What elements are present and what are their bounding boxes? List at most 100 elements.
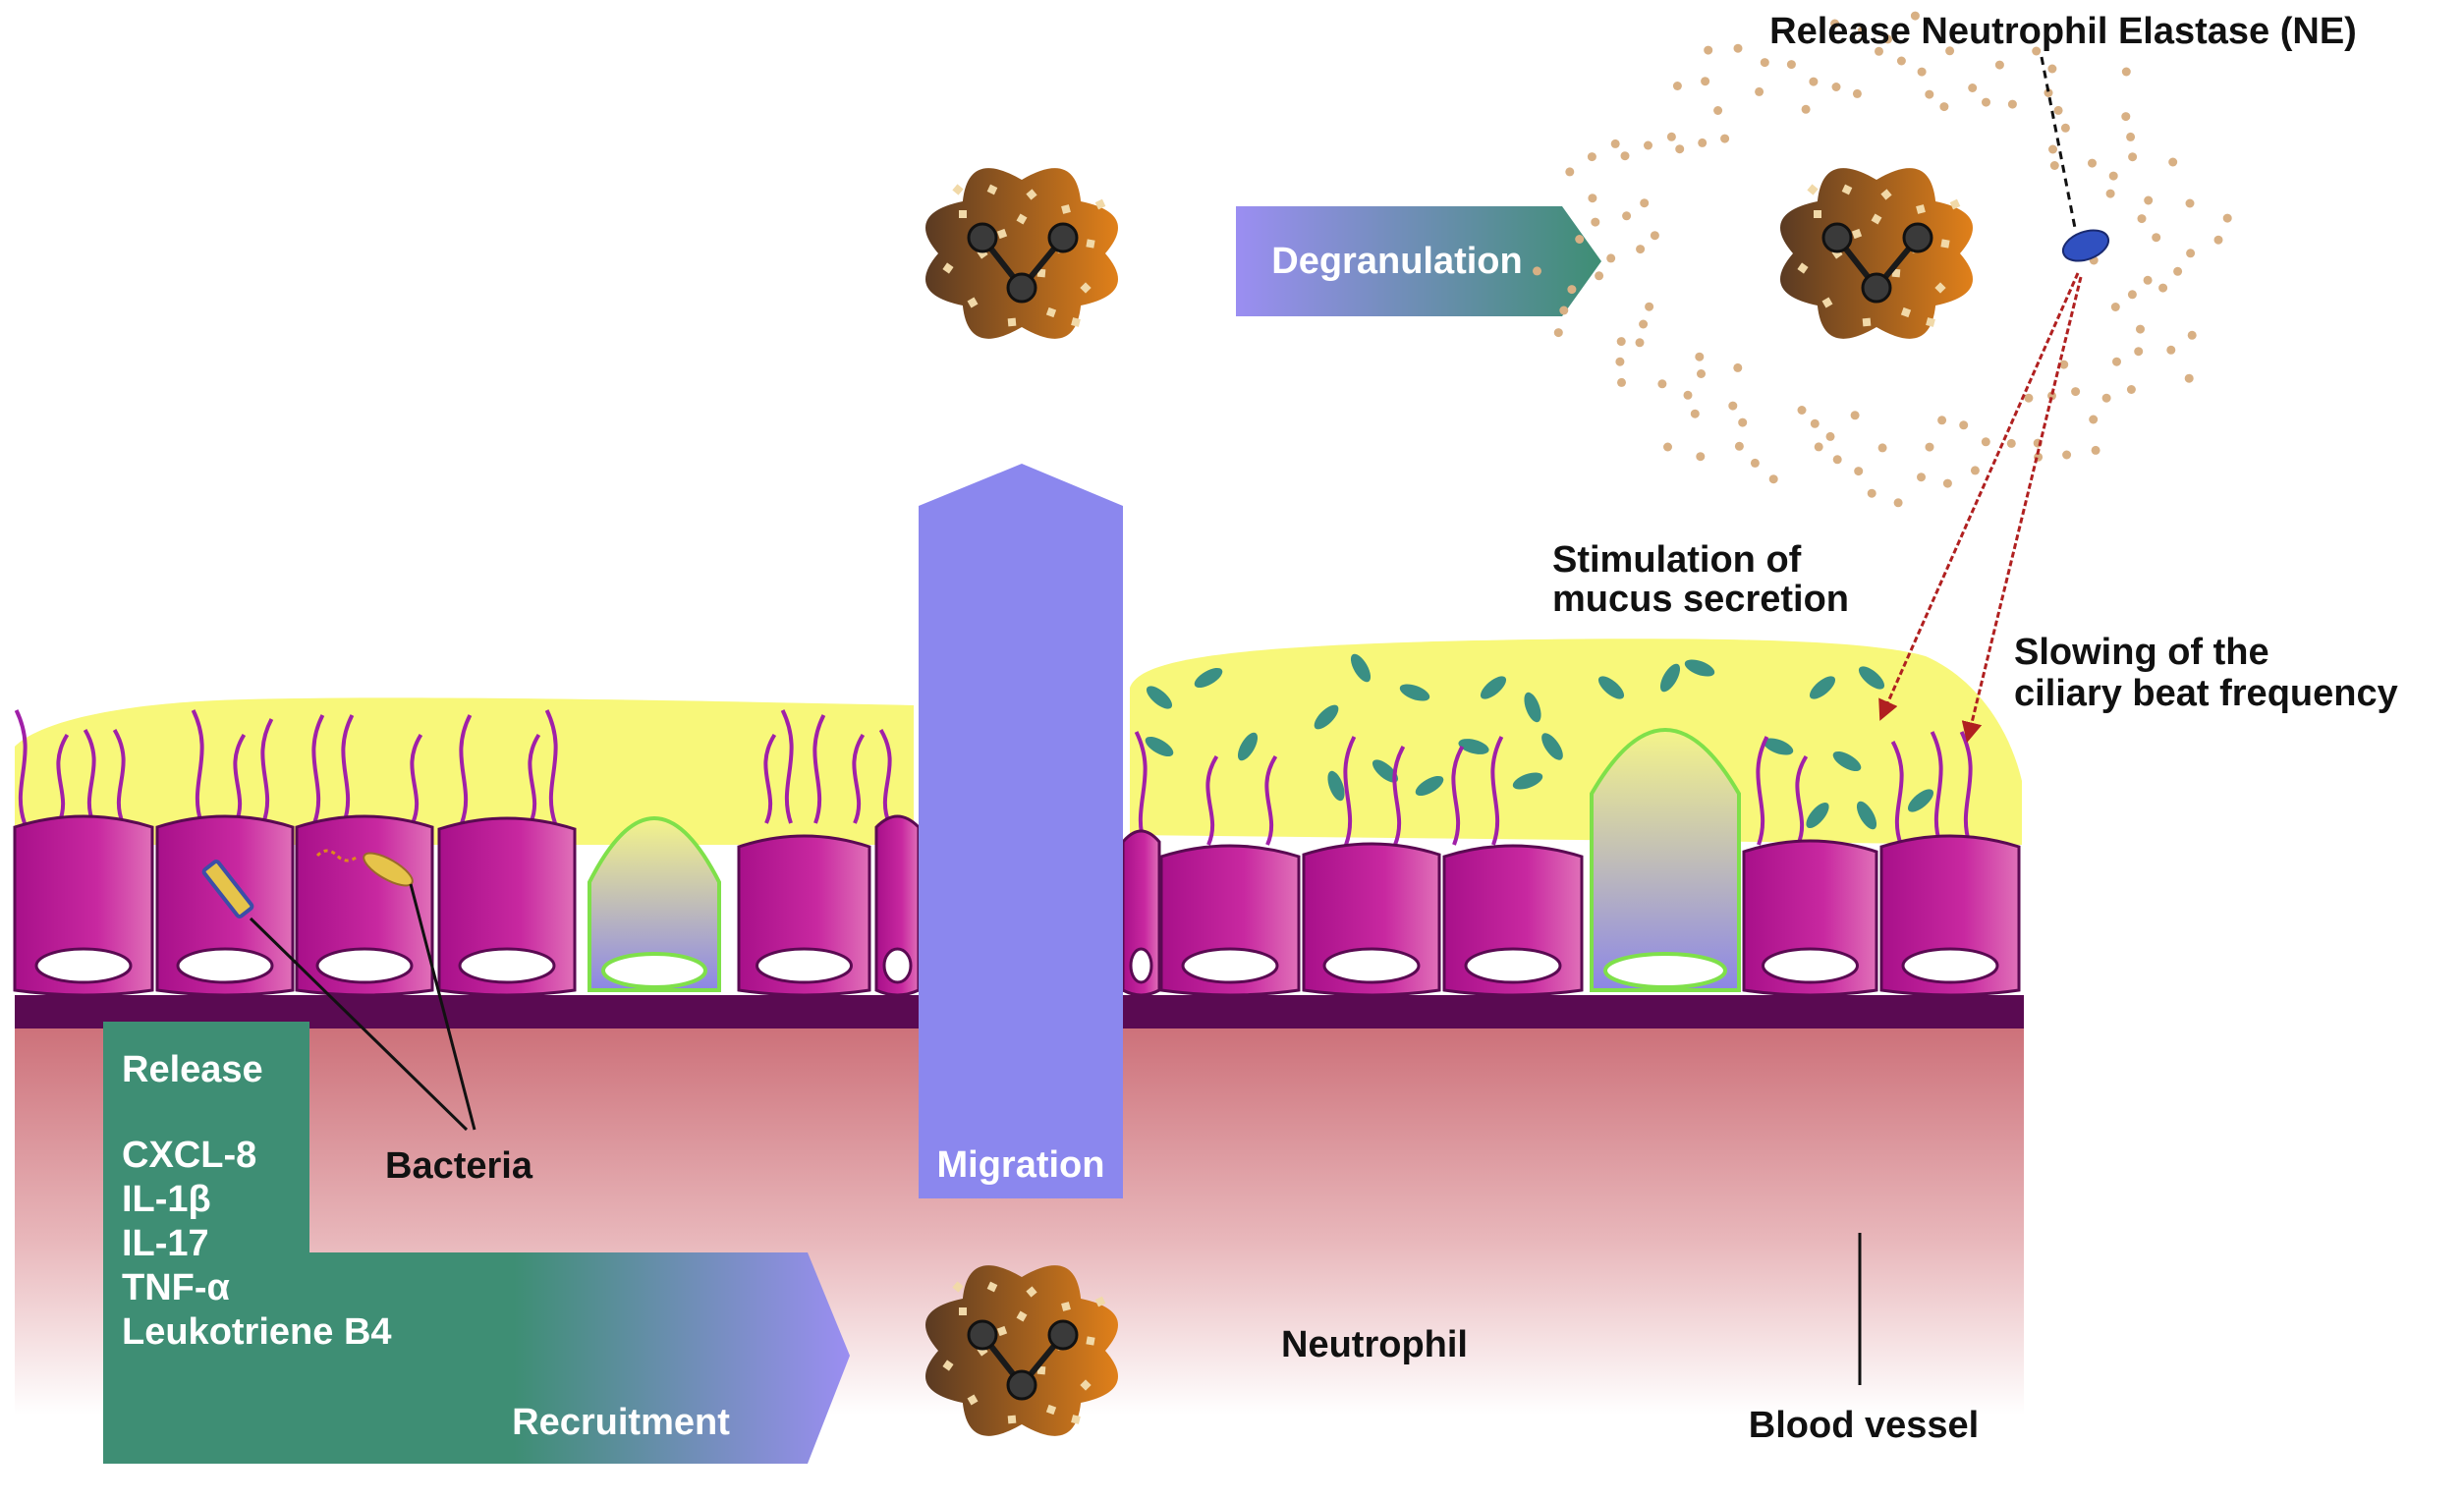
granule <box>1852 88 1862 98</box>
neutrophil-granule <box>1007 1415 1017 1424</box>
cell-nucleus <box>1762 947 1859 984</box>
cilium <box>233 733 247 824</box>
granule <box>1663 442 1672 452</box>
mucus-particle <box>1350 653 1372 683</box>
granule <box>1937 416 1947 425</box>
granule <box>2112 357 2121 366</box>
granule <box>2173 266 2183 276</box>
granule <box>1720 134 1730 143</box>
granule <box>1858 26 1867 35</box>
granule <box>1959 420 1969 430</box>
cilium <box>260 718 274 824</box>
neutrophil-elastase-icon <box>2061 229 2110 262</box>
granule <box>1683 390 1693 400</box>
cell-nucleus <box>1322 947 1421 984</box>
neutrophil-granule <box>1821 297 1833 308</box>
neutrophil-granule <box>1071 1415 1081 1424</box>
neutrophil-body <box>924 168 1119 339</box>
granule <box>1697 369 1706 378</box>
cilium <box>83 728 96 824</box>
mucus-particle <box>1237 732 1259 761</box>
granule <box>1830 19 1840 28</box>
cilium <box>1343 736 1357 846</box>
granule <box>2137 214 2147 224</box>
mucus-particle <box>1194 667 1223 689</box>
neutrophil-granule <box>1080 282 1092 294</box>
mucus-particle <box>1907 789 1934 812</box>
granule <box>2152 233 2161 243</box>
granule <box>2108 171 2118 181</box>
cell-nucleus <box>1901 947 1999 984</box>
slowing-label: Slowing of the <box>2014 632 2269 673</box>
granule <box>1925 442 1934 452</box>
granule <box>2071 387 2081 397</box>
bacteria-pointer <box>249 917 469 1132</box>
elastase-pointer <box>2040 56 2077 229</box>
granule <box>1910 11 1920 21</box>
neutrophil-nucleus-lobe <box>1902 222 1933 253</box>
bacterium-oval <box>363 852 414 887</box>
granule <box>1854 467 1864 476</box>
granule <box>2091 445 2100 455</box>
granule <box>1883 34 1892 44</box>
mucus-particle <box>1832 750 1862 772</box>
granule <box>1591 217 1600 227</box>
neutrophil-nucleus-lobe <box>1047 222 1079 253</box>
granule <box>1981 437 1990 447</box>
granule <box>1925 89 1934 99</box>
cell-nucleus <box>1464 947 1562 984</box>
neutrophil-granule <box>996 1325 1008 1337</box>
mucus-particle <box>1372 759 1399 783</box>
mucus-particle <box>1327 770 1345 802</box>
granule <box>2158 283 2168 293</box>
mucus-particle <box>1480 676 1507 699</box>
granule <box>2101 393 2111 403</box>
mucus-particle <box>1856 801 1877 830</box>
cilium <box>112 728 126 824</box>
granule <box>1825 431 1835 441</box>
blood-vessel-label: Blood vessel <box>1749 1405 1979 1446</box>
cilium <box>812 714 826 824</box>
neutrophil-granule <box>1080 1379 1092 1391</box>
granule <box>1801 104 1811 114</box>
granule <box>1810 418 1820 428</box>
granule <box>2032 46 2042 56</box>
cell-nucleus <box>1181 947 1279 984</box>
neutrophil-granule <box>1045 1404 1057 1416</box>
granule <box>1704 45 1713 55</box>
neutrophil-granule <box>1045 306 1057 318</box>
granule <box>1831 83 1841 91</box>
granule <box>2144 195 2154 205</box>
granule <box>2184 373 2194 383</box>
mucus-particle <box>1524 692 1541 723</box>
granule <box>2185 198 2195 208</box>
elastase-granule-cloud <box>1533 11 2232 508</box>
granule <box>1713 106 1723 115</box>
granule <box>1666 132 1676 141</box>
goblet-nucleus <box>601 952 707 989</box>
mucus-particle <box>1512 772 1543 790</box>
cilium <box>852 733 866 824</box>
neutrophil-granule <box>1016 1310 1028 1322</box>
degranulation-arrow <box>1236 206 1601 316</box>
granule <box>1982 97 1990 107</box>
cilium <box>1264 754 1278 846</box>
granule <box>1867 488 1876 498</box>
granule <box>1620 151 1630 161</box>
slowing-label: ciliary beat frequency <box>2014 673 2398 714</box>
granule <box>1875 46 1883 56</box>
cilia <box>14 709 1973 846</box>
cilium <box>1392 746 1406 846</box>
granule <box>2126 132 2136 141</box>
mediator-item: IL-1β <box>122 1179 211 1220</box>
neutrophil-granule <box>1026 189 1037 200</box>
goblet-cell <box>1590 728 1741 992</box>
granule <box>1698 138 1708 147</box>
neutrophil-granule <box>1061 1302 1071 1311</box>
granule <box>1896 56 1906 66</box>
neutrophil-granule <box>1807 184 1819 195</box>
neutrophil-nucleus-lobe <box>967 222 998 253</box>
bacteria-pointer <box>409 883 476 1131</box>
mucus-layer-thick <box>1130 639 2022 845</box>
